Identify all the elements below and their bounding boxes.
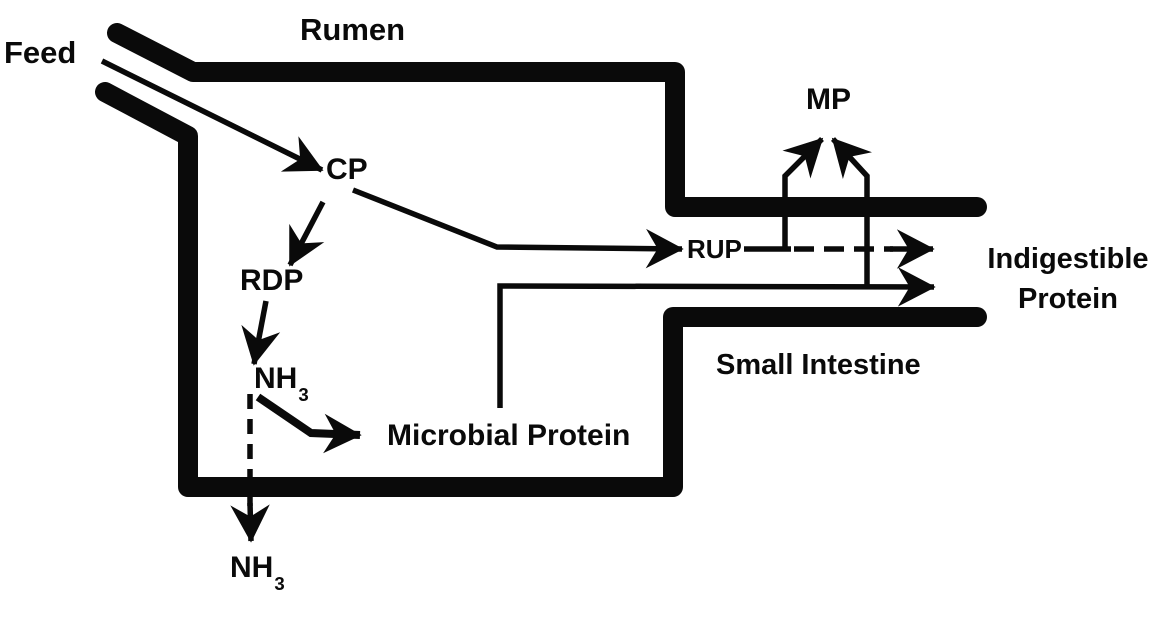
cp-to-rup-arrow — [351, 187, 684, 269]
rumen-wall-top — [107, 23, 987, 217]
indigestible-protein-line2: Protein — [1018, 283, 1118, 316]
rumen-wall-bottom — [95, 82, 987, 497]
mp-label: MP — [806, 83, 851, 116]
small-intestine-region-label: Small Intestine — [716, 349, 921, 381]
indigestible-protein-line1: Indigestible — [987, 243, 1149, 275]
cp-label: CP — [326, 153, 368, 186]
microbial-to-mp-arrow — [830, 137, 872, 286]
nh3-rumen-subscript: 3 — [298, 383, 309, 405]
microbial-to-indigestible-arrow — [497, 267, 936, 408]
rup-to-mp-arrow — [782, 137, 824, 249]
rdp-label: RDP — [240, 264, 304, 297]
nh3-rumen-label: NH3 — [254, 362, 309, 404]
nh3-rumen-base: NH — [254, 362, 298, 395]
nh3-excreted-base: NH — [230, 551, 274, 584]
nh3-excreted-subscript: 3 — [274, 572, 285, 594]
rdp-to-nh3-arrow — [241, 300, 281, 366]
cp-to-rdp-arrow — [287, 200, 326, 267]
feed-to-cp-arrow — [100, 58, 324, 173]
rumen-region-label: Rumen — [300, 12, 406, 47]
microbial-protein-label: Microbial Protein — [387, 419, 631, 452]
rup-label: RUP — [687, 234, 742, 264]
nh3-excretion-arrow — [230, 502, 270, 543]
nh3-to-microbial-protein-arrow — [255, 393, 362, 454]
feed-label: Feed — [4, 35, 77, 70]
nh3-excreted-label: NH3 — [230, 551, 285, 593]
indigestible-protein-label: Indigestible Protein — [953, 239, 1175, 319]
